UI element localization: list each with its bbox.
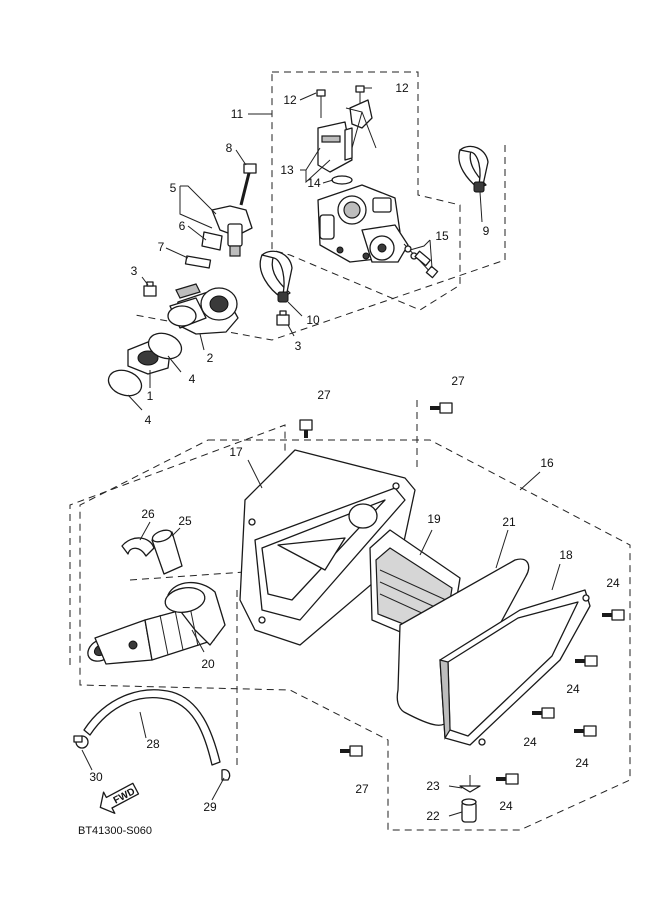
fuel-injector (211, 205, 253, 257)
plug-clip (459, 775, 481, 793)
callout-10: 10 (306, 313, 320, 327)
callout-21: 21 (502, 515, 516, 529)
callout-3: 3 (295, 339, 302, 353)
injector-holder (201, 231, 223, 251)
hose-clamp (458, 145, 489, 193)
hose-clip (221, 768, 231, 781)
callout-4: 4 (145, 413, 152, 427)
callout-8: 8 (226, 141, 233, 155)
callout-3: 3 (131, 264, 138, 278)
callout-5: 5 (170, 181, 177, 195)
callout-18: 18 (559, 548, 573, 562)
callout-26: 26 (141, 507, 155, 521)
case-gasket (396, 558, 530, 726)
throttle-body (317, 184, 409, 263)
screw (316, 89, 326, 118)
callout-9: 9 (483, 224, 490, 238)
fwd-label: FWD (112, 786, 137, 806)
callout-12: 12 (283, 93, 297, 107)
callout-24: 24 (606, 576, 620, 590)
callout-23: 23 (426, 779, 440, 793)
callout-19: 19 (427, 512, 441, 526)
diagram-reference-code: BT41300-S060 (78, 825, 152, 837)
bolt (299, 419, 313, 438)
callout-13: 13 (280, 163, 294, 177)
callout-30: 30 (89, 770, 103, 784)
callout-24: 24 (566, 682, 580, 696)
o-ring (331, 175, 353, 185)
injector-seal (184, 255, 212, 269)
callout-1: 1 (147, 389, 154, 403)
outline-connector (129, 571, 246, 581)
injector-bolt (239, 163, 257, 206)
callout-14: 14 (307, 176, 321, 190)
callout-27: 27 (451, 374, 465, 388)
callout-7: 7 (158, 240, 165, 254)
callout-11: 11 (231, 107, 244, 121)
air-filter-cap (439, 589, 591, 746)
callout-12: 12 (395, 81, 409, 95)
callout-6: 6 (179, 219, 186, 233)
drain-hose (83, 689, 221, 766)
bolt (575, 655, 598, 667)
bolt (532, 707, 555, 719)
callout-16: 16 (540, 456, 554, 470)
callout-4: 4 (189, 372, 196, 386)
callout-15: 15 (435, 229, 449, 243)
bolt (430, 402, 453, 414)
drain-plug-top (461, 798, 477, 806)
callout-27: 27 (317, 388, 331, 402)
throttle-sensor (317, 121, 353, 173)
bolt (496, 773, 519, 785)
bolt (574, 725, 597, 737)
hose-clip (121, 537, 155, 557)
callout-17: 17 (229, 445, 243, 459)
bolt (143, 281, 157, 297)
o-ring (147, 332, 183, 360)
leader-lines (81, 87, 561, 817)
forward-direction-arrow: FWD (99, 782, 140, 814)
adjust-screws (403, 243, 439, 279)
intake-duct (87, 581, 226, 665)
hose-clip (73, 735, 89, 749)
callout-24: 24 (499, 799, 513, 813)
callout-29: 29 (203, 800, 217, 814)
bolt (276, 310, 290, 326)
bolt (340, 745, 363, 757)
callout-24: 24 (523, 735, 537, 749)
hose-clamp (259, 250, 293, 303)
bolt (602, 609, 625, 621)
group-outline-air-box (79, 439, 631, 831)
intake-manifold (167, 283, 239, 335)
callout-20: 20 (201, 657, 215, 671)
callout-27: 27 (355, 782, 369, 796)
o-ring (107, 369, 143, 397)
callout-25: 25 (178, 514, 192, 528)
screw (355, 85, 365, 104)
callout-24: 24 (575, 756, 589, 770)
joint-pipe (151, 529, 183, 575)
callout-2: 2 (207, 351, 214, 365)
callout-22: 22 (426, 809, 440, 823)
callout-28: 28 (146, 737, 160, 751)
